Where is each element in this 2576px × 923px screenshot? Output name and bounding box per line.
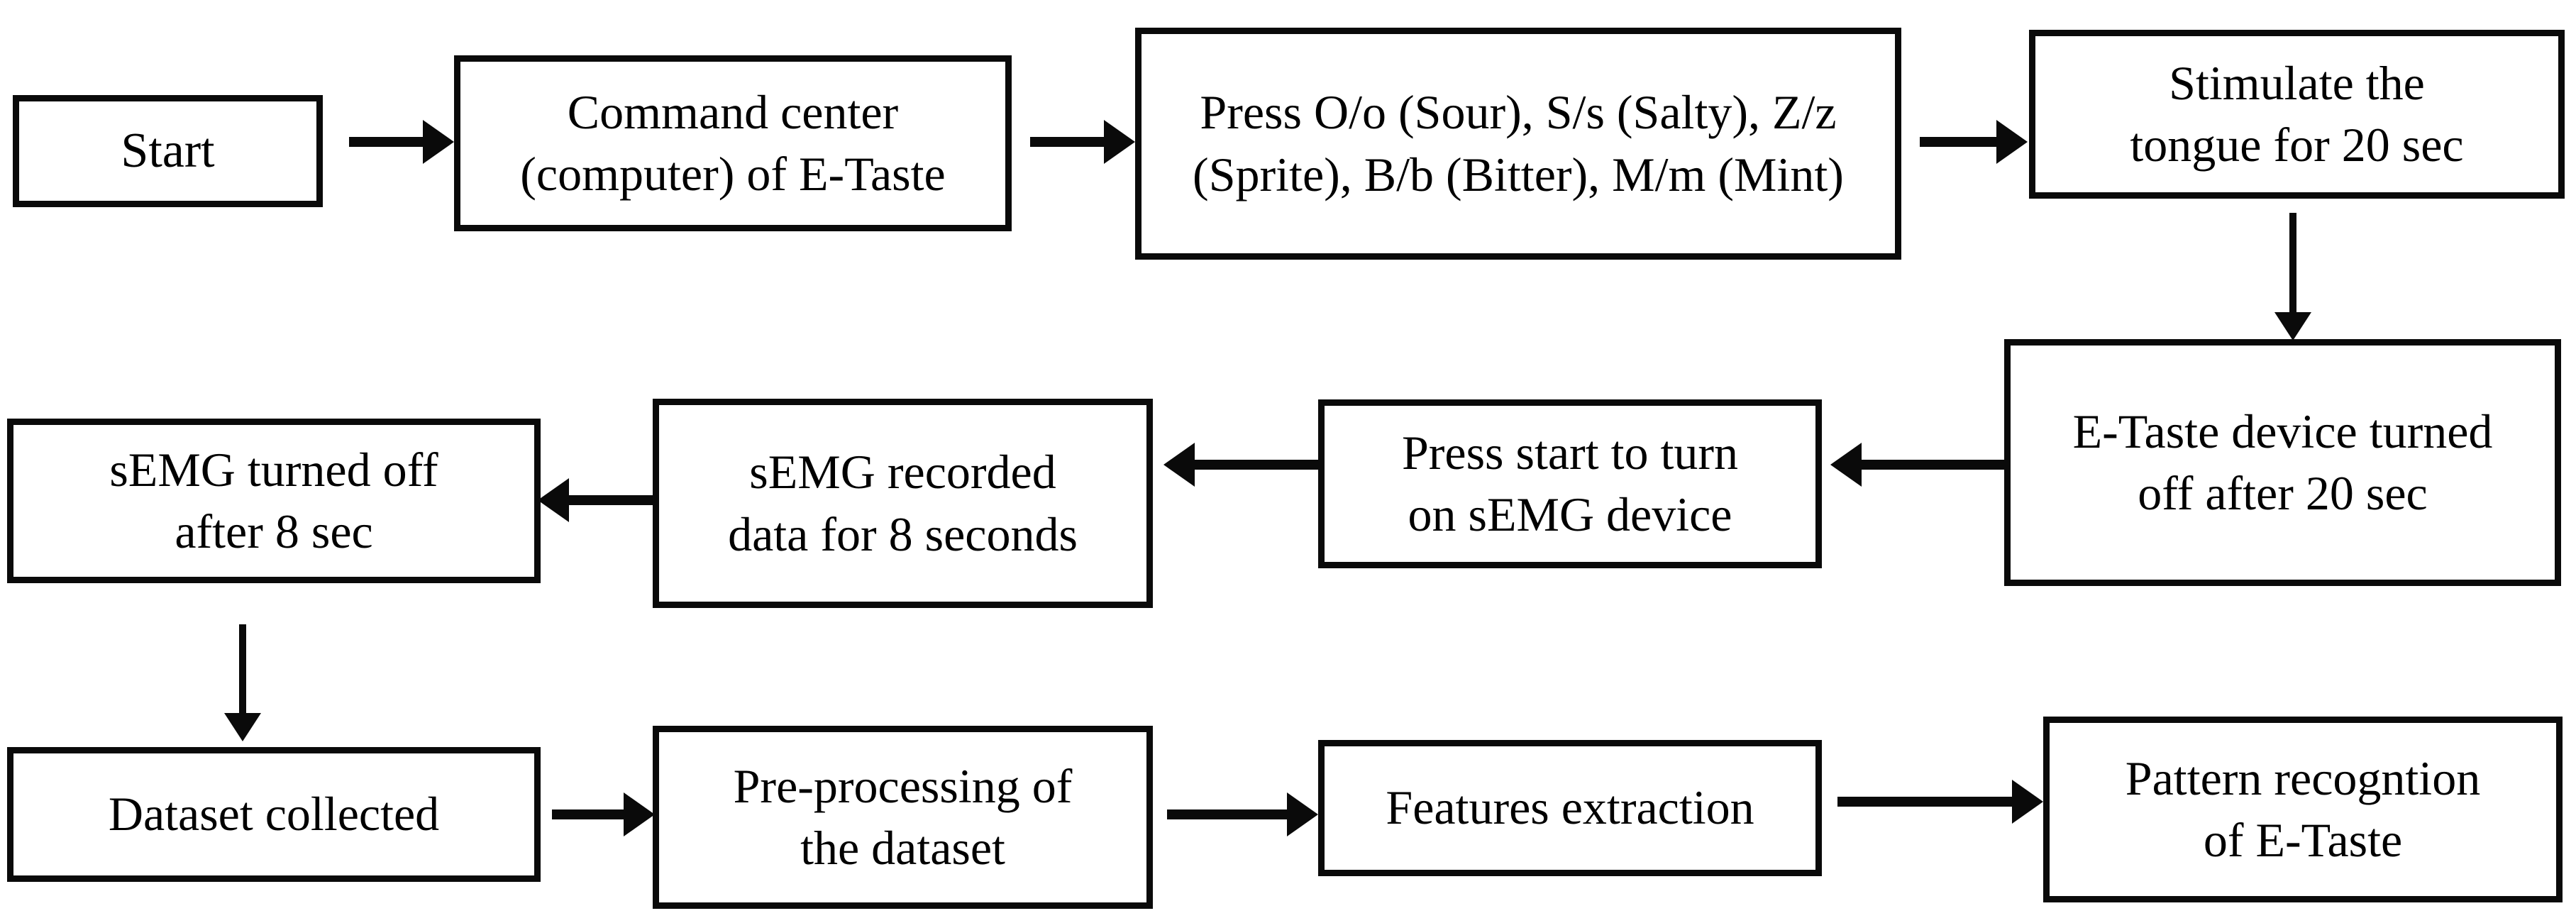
node-semg-record-label: sEMG recorded data for 8 seconds (728, 445, 1078, 561)
node-start-label: Start (121, 123, 215, 179)
edge-shaft (1920, 137, 2002, 147)
node-features[interactable]: Features extraction (1318, 740, 1822, 876)
node-dataset-label: Dataset collected (108, 787, 440, 841)
edge-shaft (1167, 809, 1293, 819)
node-command-center[interactable]: Command center (computer) of E-Taste (454, 55, 1012, 231)
edge-shaft (563, 495, 655, 505)
node-etaste-off[interactable]: E-Taste device turned off after 20 sec (2004, 339, 2561, 586)
arrow-head-down-icon (2274, 312, 2311, 341)
arrow-head-right-icon (1996, 120, 2028, 164)
edge-shaft (1189, 460, 1318, 470)
arrow-head-left-icon (538, 478, 569, 522)
node-preprocess[interactable]: Pre-processing of the dataset (653, 726, 1153, 909)
arrow-head-left-icon (1163, 443, 1195, 487)
node-features-label: Features extraction (1386, 780, 1754, 835)
edge-shaft (2289, 213, 2296, 314)
node-pattern-label: Pattern recogntion of E-Taste (2125, 751, 2481, 867)
edge-shaft (1030, 137, 1110, 147)
node-command-center-label: Command center (computer) of E-Taste (520, 84, 946, 201)
edge-shaft (349, 137, 429, 147)
node-press-keys-label: Press O/o (Sour), S/s (Salty), Z/z (Spri… (1193, 85, 1844, 201)
node-semg-off-label: sEMG turned off after 8 sec (109, 442, 438, 558)
node-press-start-label: Press start to turn on sEMG device (1401, 425, 1739, 541)
node-semg-off[interactable]: sEMG turned off after 8 sec (7, 419, 541, 583)
edge-shaft (239, 624, 246, 717)
node-dataset[interactable]: Dataset collected (7, 747, 541, 882)
node-press-start[interactable]: Press start to turn on sEMG device (1318, 399, 1822, 568)
arrow-head-right-icon (423, 120, 454, 164)
node-pattern[interactable]: Pattern recogntion of E-Taste (2043, 717, 2563, 902)
node-start[interactable]: Start (13, 95, 323, 207)
edge-shaft (1856, 460, 2004, 470)
node-preprocess-label: Pre-processing of the dataset (733, 758, 1073, 875)
arrow-head-down-icon (224, 713, 261, 741)
arrow-head-right-icon (2012, 780, 2043, 824)
node-stimulate[interactable]: Stimulate the tongue for 20 sec (2029, 30, 2565, 199)
node-stimulate-label: Stimulate the tongue for 20 sec (2130, 55, 2464, 172)
edge-shaft (1837, 797, 2018, 807)
arrow-head-right-icon (1104, 120, 1135, 164)
node-semg-record[interactable]: sEMG recorded data for 8 seconds (653, 399, 1153, 608)
node-etaste-off-label: E-Taste device turned off after 20 sec (2072, 404, 2493, 520)
edge-shaft (552, 809, 629, 819)
arrow-head-right-icon (1287, 792, 1318, 836)
arrow-head-right-icon (624, 792, 655, 836)
arrow-head-left-icon (1830, 443, 1862, 487)
node-press-keys[interactable]: Press O/o (Sour), S/s (Salty), Z/z (Spri… (1135, 28, 1901, 260)
